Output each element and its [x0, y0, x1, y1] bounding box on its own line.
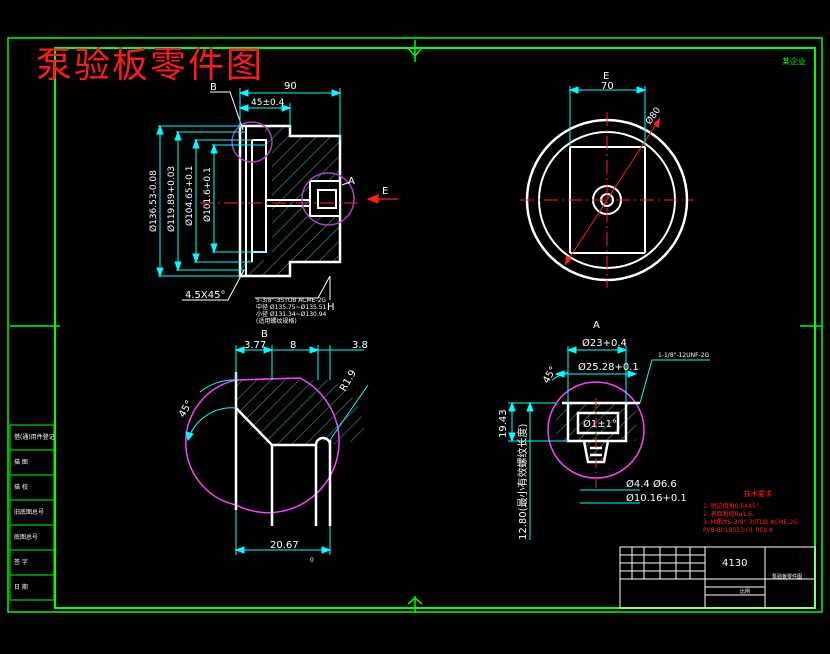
detail-b-marker — [231, 121, 273, 163]
dim-dia-104: Ø104.65+0.1 — [184, 166, 195, 226]
note-line: 1. 锐边倒角0.5X45°。 — [703, 502, 765, 510]
title-block — [619, 546, 816, 609]
dim-dia-101: Ø101.6+0.1 — [202, 167, 213, 222]
thread-callout: 1-1/8"-12UNF-2G — [658, 352, 710, 359]
angle-45-b: 45° — [177, 399, 195, 420]
dim-80: Ø80 — [643, 105, 663, 127]
dim-dia-4: Ø4.4 Ø6.6 — [626, 478, 677, 490]
dim-dia-25: Ø25.28+0.1 — [578, 361, 639, 373]
detail-b: B 3.77 8 3.8 45° R1.9 20.67 0 — [177, 329, 369, 564]
dim-8: 8 — [290, 340, 296, 351]
notes-heading: 技术要求 — [744, 489, 772, 498]
dim-dia-23: Ø23+0.4 — [582, 337, 627, 349]
dim-19-43: 19.43 — [498, 409, 509, 438]
technical-notes: 技术要求 1. 锐边倒角0.5X45°。2. 表面粗糙Ra1.6。3. M螺纹5… — [703, 489, 798, 534]
dim-dia-1: Ø1±1° — [583, 418, 617, 430]
left-strip — [9, 424, 55, 601]
drawing-title: 泵验板零件图 — [36, 45, 265, 86]
view-e: E 70 Ø80 — [520, 71, 694, 288]
note-line: 3. M螺纹5-3/8"-3STUB ACME-2G — [703, 518, 798, 526]
part-outline — [238, 124, 342, 278]
center-marks — [10, 40, 822, 612]
dim-12-80: 12.80(最小有效螺纹长度) — [516, 423, 529, 540]
dim-45: 45±0.4 — [251, 98, 285, 108]
dim-70: 70 — [601, 81, 614, 92]
outer-frame — [7, 37, 823, 613]
thread-note-line: 中径 Ø135.75~Ø135.51 — [256, 303, 327, 311]
thread-note-line: 小径 Ø131.34~Ø130.94 — [256, 310, 327, 318]
dim-3-8: 3.8 — [352, 340, 368, 351]
dim-90: 90 — [284, 81, 297, 92]
left-strip-cell: 签 字 — [14, 558, 28, 566]
view-e-label: E — [603, 71, 609, 82]
inner-frame — [54, 47, 816, 609]
title-block-name: 泵验板零件图 — [772, 573, 802, 580]
dim-dia-136: Ø136.53-0.08 — [148, 170, 159, 232]
dim-3-77: 3.77 — [244, 340, 266, 351]
label-e-arrow: E — [382, 186, 388, 197]
detail-b-label: B — [261, 329, 268, 340]
thread-note-line: 5-3/8"-3STUB ACME-2G — [256, 297, 326, 304]
corner-label: 某企业 — [782, 56, 806, 66]
dim-dia-119: Ø119.89+0.03 — [166, 166, 177, 232]
title-block-scale: 比例 — [740, 588, 750, 595]
label-h: H — [327, 302, 335, 313]
label-a-main: A — [348, 176, 355, 187]
angle-45-a: 45° — [541, 365, 559, 386]
label-b-main: B — [210, 82, 217, 93]
detail-a-label: A — [593, 320, 600, 331]
detail-a: A Ø23+0.4 Ø25.28+0.1 Ø1±1° 45° 19.43 12.… — [498, 320, 710, 540]
left-strip-cell: 日 期 — [14, 583, 28, 591]
radius-1-9: R1.9 — [338, 368, 359, 393]
note-line: PVB-B019323-01 REV.A — [703, 527, 774, 534]
left-strip-cell: 描 校 — [14, 483, 28, 491]
thread-note-line: (适用螺纹规格) — [256, 317, 297, 325]
left-strip-cell: 旧底图总号 — [14, 508, 44, 516]
main-section-view: 90 45±0.4 Ø136.53-0.08 Ø119.89+0.03 Ø104… — [148, 81, 398, 325]
left-strip-cell: 底图总号 — [14, 533, 38, 541]
note-line: 2. 表面粗糙Ra1.6。 — [703, 510, 758, 518]
dim-20-67-tol: 0 — [310, 557, 314, 564]
dim-20-67: 20.67 — [270, 540, 299, 551]
left-strip-cell: 借(通)用件登记 — [14, 433, 55, 441]
detail-a-marker — [301, 172, 355, 226]
dim-dia-10: Ø10.16+0.1 — [626, 492, 687, 504]
left-strip-cell: 描 图 — [14, 458, 28, 466]
chamfer-note: 4.5X45° — [185, 290, 225, 301]
material-4130: 4130 — [722, 558, 747, 569]
